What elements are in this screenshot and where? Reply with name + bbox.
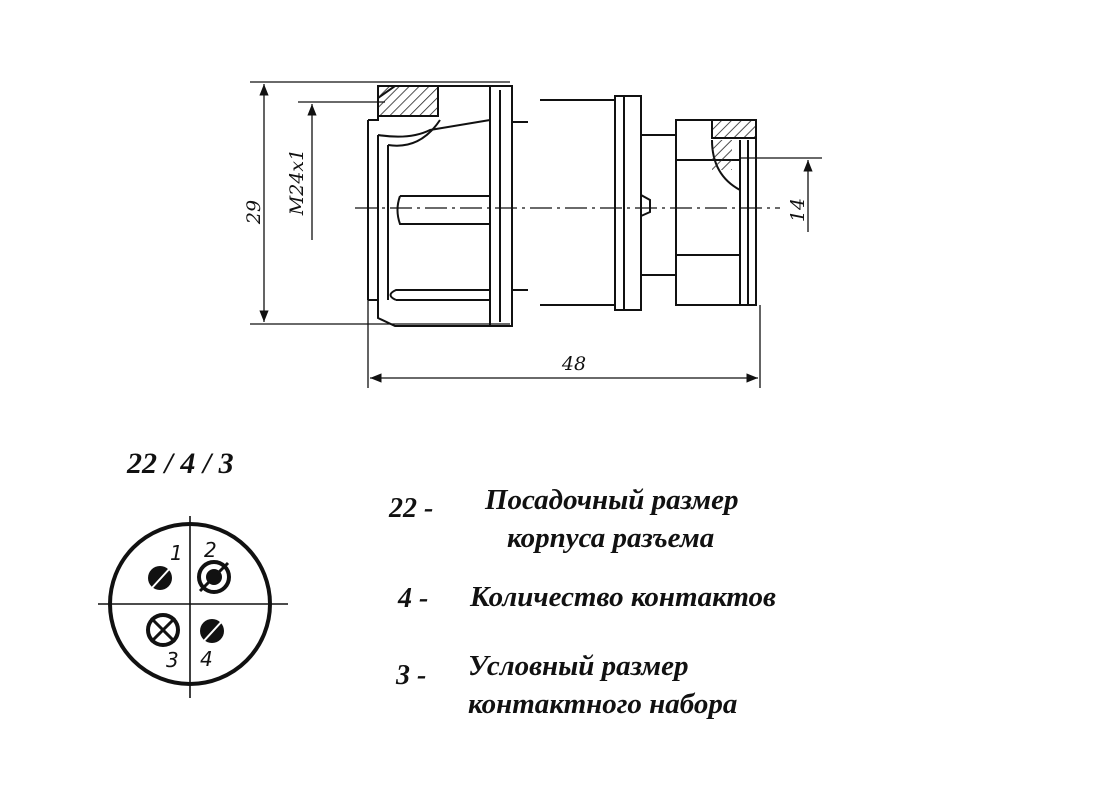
designation-code: 22 / 4 / 3 xyxy=(127,447,234,480)
pin-contact-4 xyxy=(200,618,225,644)
legend-line: корпуса разъема xyxy=(507,522,715,554)
legend-text-1: Посадочный размер корпуса разъема xyxy=(485,481,738,557)
legend-num-3: 3 - xyxy=(396,660,427,691)
legend-num-1: 22 - xyxy=(389,493,434,524)
pin-number-2: 2 xyxy=(204,538,217,562)
pin-number-3: 3 xyxy=(166,648,179,672)
pin-contact-2 xyxy=(197,560,231,594)
dim-height-label: 29 xyxy=(243,200,265,225)
dim-length-label: 48 xyxy=(561,353,586,375)
pin-contact-3 xyxy=(146,613,180,647)
dimension-lines xyxy=(250,81,822,388)
legend-line: контактного набора xyxy=(468,688,738,720)
dim-thread-label: M24x1 xyxy=(286,149,308,216)
legend-line: Количество контактов xyxy=(470,581,777,613)
legend-text-2: Количество контактов xyxy=(470,578,776,616)
connector-side-view xyxy=(367,85,757,327)
dim-shank-label: 14 xyxy=(787,198,809,222)
legend-text-3: Условный размер контактного набора xyxy=(468,647,737,723)
legend-num-2: 4 - xyxy=(398,583,429,614)
pin-contact-1 xyxy=(148,565,173,591)
pin-number-4: 4 xyxy=(200,647,213,671)
pin-layout-view: 1 2 3 4 xyxy=(98,516,288,698)
legend-line: Посадочный размер xyxy=(485,484,739,516)
pin-number-1: 1 xyxy=(170,541,183,565)
legend-line: Условный размер xyxy=(468,650,689,682)
